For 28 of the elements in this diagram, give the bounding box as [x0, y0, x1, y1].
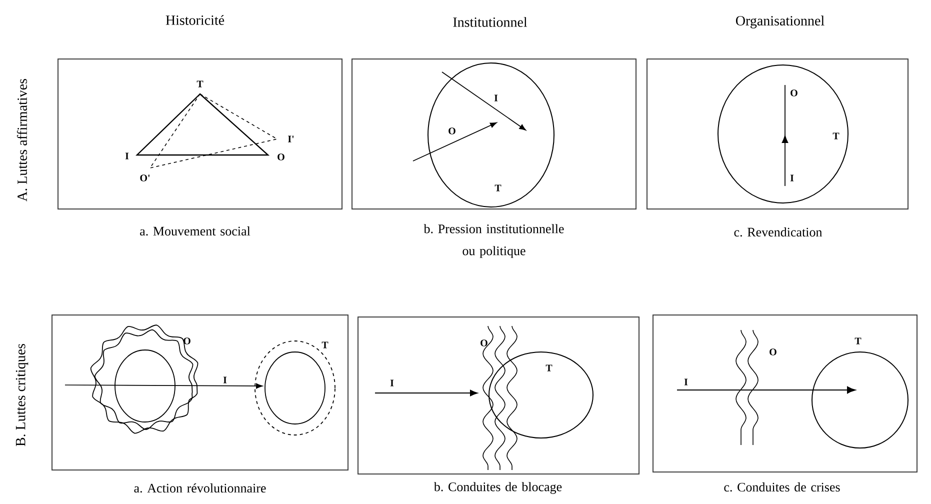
point-label: O: [448, 128, 456, 134]
column-heading: Historicité: [166, 15, 224, 25]
node-label: a. Action révolutionnaire: [134, 483, 266, 493]
point-label: T: [196, 80, 204, 88]
point-label: I: [494, 94, 498, 102]
point-label: I': [288, 136, 294, 142]
point-label: T: [832, 132, 840, 140]
point-label: O: [790, 90, 798, 96]
point-label: I: [125, 152, 129, 160]
point-label: O: [184, 338, 190, 344]
node-label: a. Mouvement social: [140, 226, 250, 236]
point-label: T: [854, 338, 862, 344]
point-label: I: [223, 376, 227, 384]
node-label: c. Revendication: [734, 227, 822, 237]
point-label: O: [770, 348, 776, 356]
point-label: O': [140, 174, 150, 182]
point-label: I: [790, 174, 794, 182]
point-label: I: [684, 378, 688, 386]
point-label: O: [480, 340, 488, 346]
row-heading: A. Luttes affirmatives: [16, 79, 28, 202]
point-label: O: [278, 154, 284, 160]
point-label: I: [390, 380, 394, 386]
point-label: T: [494, 184, 502, 192]
node-label: b. Pression institutionnelle ou politique: [424, 224, 564, 258]
point-label: T: [322, 342, 328, 348]
point-label: T: [546, 364, 552, 372]
node-label: b. Conduites de blocage: [434, 482, 562, 494]
node-label: c. Conduites de crises: [724, 482, 840, 492]
